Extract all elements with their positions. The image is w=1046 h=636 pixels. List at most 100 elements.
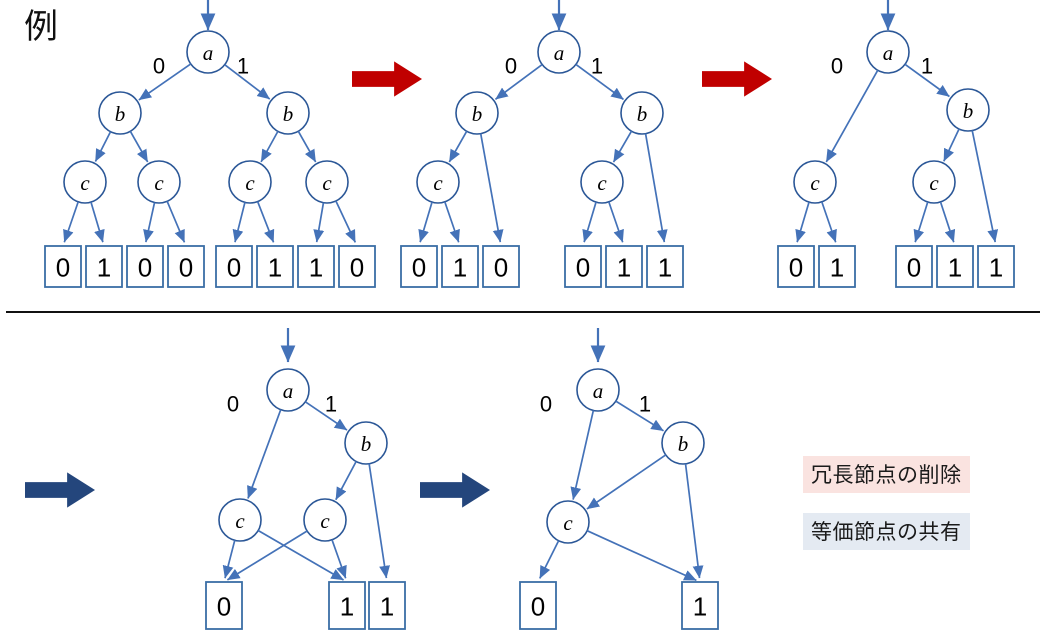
- tree-edge: [943, 128, 960, 162]
- terminal-box-0[interactable]: [126, 245, 164, 288]
- node-c-circle[interactable]: [580, 160, 624, 204]
- terminal-box-0[interactable]: [44, 245, 82, 288]
- node-a-circle[interactable]: [576, 368, 620, 412]
- edge-label-1: 1: [237, 54, 249, 79]
- tree-edge: [494, 63, 543, 100]
- tree-edge: [129, 130, 149, 163]
- node-b-circle[interactable]: [946, 88, 990, 132]
- terminal-box-0[interactable]: [400, 245, 438, 288]
- node-a-circle[interactable]: [266, 368, 310, 412]
- leaf-edge: [913, 201, 929, 243]
- node-a-circle[interactable]: [866, 30, 910, 74]
- tree-edge: [224, 64, 271, 100]
- terminal-box-1[interactable]: [297, 245, 335, 288]
- node-c-circle[interactable]: [218, 498, 262, 542]
- node-label-a: a: [593, 379, 604, 403]
- terminal-label-0: 0: [494, 253, 508, 283]
- terminal-box-1[interactable]: [605, 245, 643, 288]
- leaf-edge: [335, 200, 357, 243]
- terminal-box-0[interactable]: [895, 245, 933, 288]
- terminal-box-1[interactable]: [85, 245, 123, 288]
- node-c-circle[interactable]: [912, 160, 956, 204]
- node-a-circle[interactable]: [186, 30, 230, 74]
- node-b-circle[interactable]: [661, 421, 705, 465]
- terminal-label-0: 0: [227, 253, 241, 283]
- terminal-box-1[interactable]: [681, 581, 719, 630]
- terminal-box-0[interactable]: [215, 245, 253, 288]
- terminal-label-1: 1: [309, 253, 323, 283]
- node-c-circle[interactable]: [63, 160, 107, 204]
- leaf-edge: [313, 202, 325, 243]
- tree-edge: [612, 130, 633, 163]
- red-arrow-1: [352, 61, 422, 97]
- terminal-box-1[interactable]: [368, 581, 406, 630]
- terminal-label-1: 1: [948, 253, 962, 283]
- leaf-edge: [444, 201, 460, 243]
- node-a-circle[interactable]: [537, 30, 581, 74]
- terminal-label-0: 0: [350, 253, 364, 283]
- node-c-circle[interactable]: [416, 160, 460, 204]
- node-b-circle[interactable]: [620, 91, 664, 135]
- leaf-edge: [971, 130, 999, 243]
- terminal-label-1: 1: [989, 253, 1003, 283]
- node-label-c: c: [929, 171, 939, 195]
- terminal-box-1[interactable]: [646, 245, 684, 288]
- node-c-circle[interactable]: [137, 160, 181, 204]
- terminal-box-0[interactable]: [777, 245, 815, 288]
- node-label-c: c: [320, 509, 330, 533]
- node-label-b: b: [472, 102, 483, 126]
- node-label-b: b: [115, 102, 126, 126]
- terminal-box-1[interactable]: [441, 245, 479, 288]
- blue-arrow-2: [420, 472, 490, 508]
- leaf-edge: [795, 201, 810, 243]
- node-label-b: b: [283, 102, 294, 126]
- terminal-label-0: 0: [138, 253, 152, 283]
- leaf-edge: [166, 201, 186, 243]
- terminal-box-0[interactable]: [519, 581, 557, 630]
- node-b-circle[interactable]: [266, 91, 310, 135]
- edge-label-0: 0: [831, 54, 843, 79]
- node-label-c: c: [810, 171, 820, 195]
- node-b-circle[interactable]: [455, 91, 499, 135]
- leaf-edge: [257, 529, 344, 581]
- node-c-circle[interactable]: [305, 160, 349, 204]
- node-label-a: a: [554, 41, 565, 65]
- terminal-label-1: 1: [97, 253, 111, 283]
- blue-arrow-1: [25, 472, 95, 508]
- node-label-a: a: [203, 41, 214, 65]
- tree-edge: [448, 130, 468, 163]
- leaf-edge: [90, 201, 105, 243]
- tree-edge: [138, 63, 192, 101]
- tree-edge: [94, 131, 112, 162]
- terminal-box-0[interactable]: [564, 245, 602, 288]
- terminal-box-1[interactable]: [328, 581, 366, 630]
- terminal-box-0[interactable]: [482, 245, 520, 288]
- edge-label-0: 0: [227, 392, 239, 417]
- node-label-c: c: [154, 171, 164, 195]
- leaf-edge: [226, 530, 308, 581]
- leaf-edge: [608, 201, 624, 243]
- node-label-b: b: [637, 102, 648, 126]
- node-c-circle[interactable]: [546, 500, 590, 544]
- terminal-label-0: 0: [789, 253, 803, 283]
- terminal-box-1[interactable]: [256, 245, 294, 288]
- terminal-label-0: 0: [179, 253, 193, 283]
- terminal-box-1[interactable]: [936, 245, 974, 288]
- leaf-edge: [644, 133, 668, 243]
- terminal-box-1[interactable]: [818, 245, 856, 288]
- terminal-box-1[interactable]: [977, 245, 1015, 288]
- tree-edge: [260, 130, 279, 163]
- tree-edge: [297, 130, 317, 163]
- note-redundant-node-deletion: 冗長節点の削除: [803, 456, 970, 493]
- node-c-circle[interactable]: [228, 160, 272, 204]
- node-b-circle[interactable]: [344, 421, 388, 465]
- tree-edge: [825, 69, 879, 163]
- terminal-box-0[interactable]: [338, 245, 376, 288]
- node-b-circle[interactable]: [98, 91, 142, 135]
- node-c-circle[interactable]: [303, 498, 347, 542]
- node-c-circle[interactable]: [793, 160, 837, 204]
- terminal-box-0[interactable]: [205, 581, 243, 630]
- edge-label-0: 0: [153, 54, 165, 79]
- terminal-box-0[interactable]: [167, 245, 205, 288]
- node-label-a: a: [283, 379, 294, 403]
